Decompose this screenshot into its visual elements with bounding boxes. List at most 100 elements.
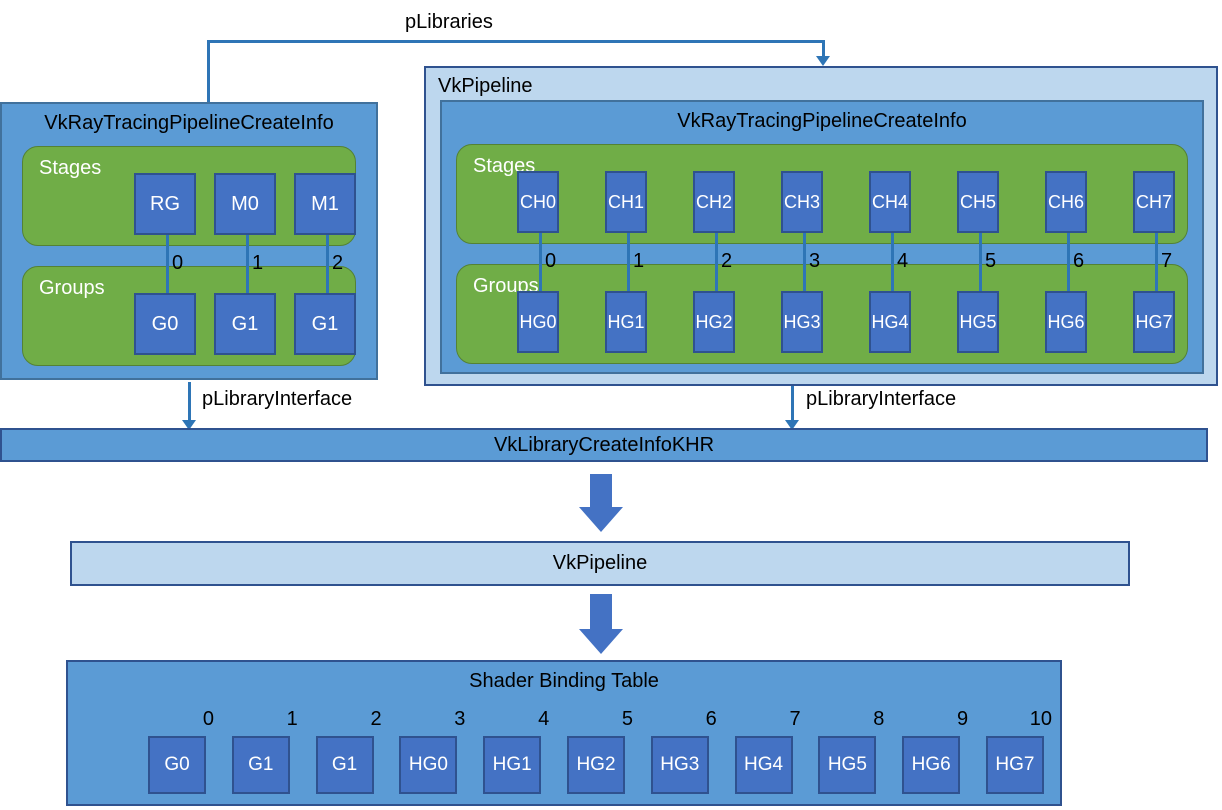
library-groups-row: G0 G1 G1 [134, 293, 356, 355]
library-groups-label: Groups [39, 277, 105, 299]
pipeline-createinfo-title: VkRayTracingPipelineCreateInfo [677, 110, 967, 132]
group-index-label: 7 [1161, 250, 1173, 272]
shader-square: CH3 [781, 171, 823, 233]
shader-square: CH4 [869, 171, 911, 233]
plibrary-interface-right-arrowhead-icon [785, 420, 799, 430]
sbt-index-label: 7 [789, 708, 801, 730]
stage-group-connector-line [538, 232, 542, 296]
group-index-label: 1 [633, 250, 645, 272]
group-index-label: 0 [545, 250, 557, 272]
group-index-label: 2 [721, 250, 733, 272]
shader-square: HG7 [985, 736, 1044, 794]
shader-square: HG0 [399, 736, 458, 794]
down-arrow-head [579, 507, 623, 532]
plibrary-interface-left-line [188, 382, 191, 422]
pipeline-createinfo-box: VkRayTracingPipelineCreateInfo Stages CH… [440, 100, 1204, 374]
library-groups-container: Groups G0 G1 G1 [22, 266, 356, 366]
shader-square: CH2 [693, 171, 735, 233]
sbt-index-label: 5 [621, 708, 633, 730]
vkpipeline-box: VkPipeline VkRayTracingPipelineCreateInf… [424, 66, 1218, 386]
sbt-index-label: 3 [454, 708, 466, 730]
stage-group-connector-line [714, 232, 718, 296]
plibraries-connector-horizontal [207, 40, 825, 43]
library-createinfo-khr-bar: VkLibraryCreateInfoKHR [0, 428, 1208, 462]
stage-group-connector-line [626, 232, 630, 296]
sbt-index-label: 8 [873, 708, 885, 730]
group-index-label: 2 [332, 252, 344, 274]
shader-square: CH0 [517, 171, 559, 233]
group-index-label: 6 [1073, 250, 1085, 272]
shader-square: CH6 [1045, 171, 1087, 233]
shader-square: M0 [214, 173, 276, 235]
plibrary-interface-right-line [791, 386, 794, 422]
down-arrow-head [579, 629, 623, 654]
shader-square: HG4 [869, 291, 911, 353]
group-index-label: 3 [809, 250, 821, 272]
shader-square: CH5 [957, 171, 999, 233]
shader-square: RG [134, 173, 196, 235]
stage-group-connector-line [890, 232, 894, 296]
stage-group-connector-line [325, 234, 329, 298]
library-box-title: VkRayTracingPipelineCreateInfo [44, 112, 334, 134]
shader-binding-table-title: Shader Binding Table [469, 670, 659, 692]
down-arrow-icon [579, 594, 623, 654]
vkpipeline-box-title: VkPipeline [438, 75, 533, 97]
plibraries-connector-right-vertical [822, 40, 825, 57]
vkpipeline-result-bar: VkPipeline [70, 541, 1130, 586]
shader-square: HG0 [517, 291, 559, 353]
stage-group-connector-line [165, 234, 169, 298]
shader-square: HG3 [650, 736, 709, 794]
shader-square: CH1 [605, 171, 647, 233]
shader-square: HG7 [1133, 291, 1175, 353]
stage-group-connector-line [978, 232, 982, 296]
sbt-index-label: 0 [202, 708, 214, 730]
shader-square: G0 [134, 293, 196, 355]
sbt-index-label: 2 [370, 708, 382, 730]
down-arrow-shaft [590, 594, 612, 629]
shader-square: G1 [214, 293, 276, 355]
stage-group-connector-line [802, 232, 806, 296]
plibrary-interface-left-label: pLibraryInterface [202, 388, 353, 410]
group-index-label: 0 [172, 252, 184, 274]
shader-square: HG5 [818, 736, 877, 794]
group-index-label: 5 [985, 250, 997, 272]
library-stages-row: RG M0 M1 [134, 173, 356, 235]
group-index-label: 4 [897, 250, 909, 272]
plibrary-interface-right-label: pLibraryInterface [806, 388, 957, 410]
library-createinfo-khr-label: VkLibraryCreateInfoKHR [493, 433, 715, 456]
shader-square: G1 [315, 736, 374, 794]
plibraries-label: pLibraries [405, 11, 493, 33]
down-arrow-shaft [590, 474, 612, 507]
shader-square: G1 [294, 293, 356, 355]
shader-square: HG3 [781, 291, 823, 353]
sbt-index-label: 4 [538, 708, 550, 730]
shader-square: G0 [148, 736, 206, 794]
group-index-label: 1 [252, 252, 264, 274]
plibrary-interface-left-arrowhead-icon [182, 420, 196, 430]
shader-square: HG4 [734, 736, 793, 794]
stage-group-connector-line [1154, 232, 1158, 296]
down-arrow-icon [579, 474, 623, 532]
library-createinfo-box: VkRayTracingPipelineCreateInfo Stages RG… [0, 102, 378, 380]
sbt-index-label: 1 [286, 708, 298, 730]
pipeline-stages-row: CH0 CH1 CH2 CH3 CH4 CH5 CH6 CH7 [517, 171, 1175, 233]
shader-square: HG1 [605, 291, 647, 353]
shader-square: CH7 [1133, 171, 1175, 233]
shader-square: HG2 [566, 736, 625, 794]
sbt-index-label: 10 [1029, 708, 1052, 730]
shader-square: HG1 [483, 736, 542, 794]
shader-square: M1 [294, 173, 356, 235]
